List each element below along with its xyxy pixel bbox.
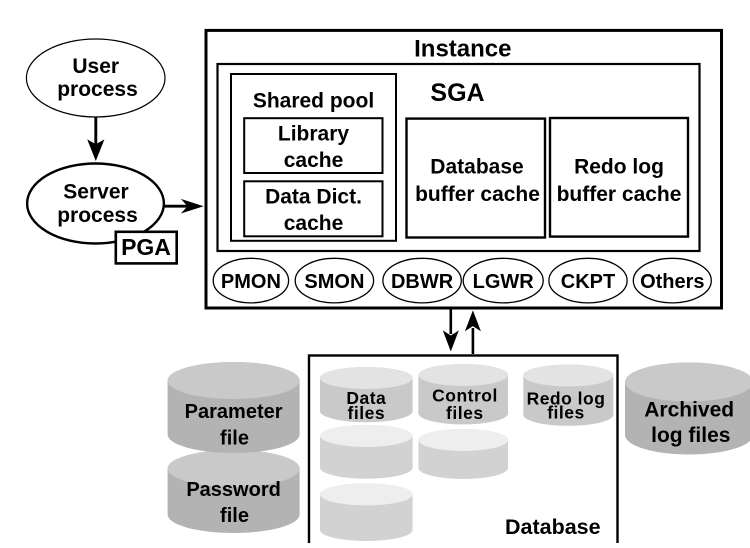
svg-text:files: files [348, 403, 386, 423]
svg-text:Parameter: Parameter [185, 401, 283, 423]
svg-text:files: files [547, 403, 585, 423]
svg-text:process: process [57, 204, 138, 227]
svg-text:log files: log files [651, 424, 730, 447]
svg-text:buffer cache: buffer cache [415, 183, 540, 206]
svg-text:Database: Database [430, 156, 523, 179]
svg-text:cache: cache [284, 212, 344, 235]
svg-text:Instance: Instance [414, 35, 511, 62]
svg-text:Password: Password [186, 479, 280, 501]
svg-text:SGA: SGA [430, 79, 484, 107]
svg-text:Database: Database [505, 515, 601, 539]
svg-text:User: User [72, 55, 119, 78]
svg-text:file: file [220, 505, 249, 527]
svg-text:Data: Data [346, 388, 386, 408]
svg-text:Archived: Archived [644, 399, 734, 422]
svg-text:Control: Control [432, 386, 498, 406]
svg-text:CKPT: CKPT [561, 271, 615, 293]
svg-text:Data Dict.: Data Dict. [265, 186, 362, 209]
svg-text:DBWR: DBWR [391, 271, 454, 293]
svg-text:Server: Server [63, 180, 128, 203]
svg-text:Redo log: Redo log [574, 156, 664, 179]
svg-text:SMON: SMON [304, 271, 364, 293]
svg-text:PMON: PMON [221, 271, 281, 293]
svg-text:Shared pool: Shared pool [253, 90, 374, 113]
svg-text:Others: Others [640, 271, 704, 293]
svg-text:LGWR: LGWR [473, 271, 535, 293]
svg-text:file: file [220, 427, 249, 449]
svg-text:files: files [446, 403, 484, 423]
svg-text:process: process [57, 78, 138, 101]
svg-text:Redo log: Redo log [527, 389, 606, 409]
svg-text:buffer cache: buffer cache [557, 183, 682, 206]
svg-text:Library: Library [278, 122, 350, 145]
svg-text:PGA: PGA [121, 234, 171, 260]
svg-text:cache: cache [284, 149, 344, 172]
